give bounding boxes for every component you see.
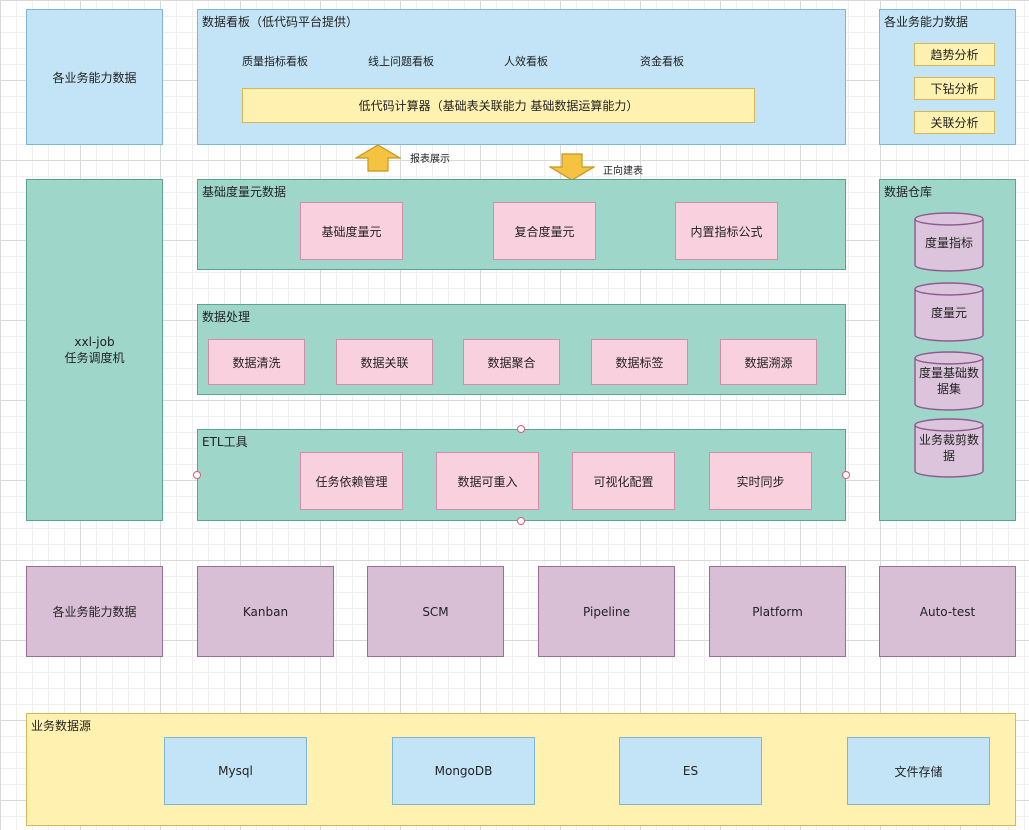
warehouse-item-3-line1: 度量基础数	[918, 366, 979, 380]
data-lineage[interactable]: 数据溯源	[720, 339, 817, 385]
realtime-sync-label: 实时同步	[736, 474, 785, 489]
system-platform[interactable]: Platform	[709, 566, 846, 657]
data-processing-box[interactable]: 数据处理 数据清洗 数据关联 数据聚合 数据标签 数据溯源	[197, 304, 846, 395]
dashboard-title: 数据看板（低代码平台提供）	[202, 15, 359, 29]
etl-right-handle[interactable]	[842, 471, 850, 479]
task-dependency-management-label: 任务依赖管理	[315, 474, 388, 489]
up-arrow-icon	[355, 144, 401, 172]
source-es[interactable]: ES	[619, 737, 762, 805]
source-file-storage-label: 文件存储	[894, 764, 943, 779]
analysis-title: 各业务能力数据	[884, 15, 969, 29]
source-mysql[interactable]: Mysql	[164, 737, 307, 805]
drill-down-analysis[interactable]: 下钻分析	[914, 77, 995, 100]
dashboard-item-online-issues: 线上问题看板	[368, 55, 434, 68]
warehouse-business-cut-data[interactable]: 业务裁剪数 据	[914, 418, 984, 478]
etl-top-handle[interactable]	[517, 425, 525, 433]
warehouse-metric-base-dataset[interactable]: 度量基础数 据集	[914, 351, 984, 411]
warehouse-item-2-line1: 度量元	[930, 306, 967, 320]
basic-metric-unit-label: 基础度量元	[321, 224, 382, 239]
top-left-capability-box[interactable]: 各业务能力数据	[26, 9, 163, 145]
system-scm-label: SCM	[422, 604, 449, 619]
report-display-label: 报表展示	[410, 154, 450, 165]
source-mysql-label: Mysql	[218, 764, 253, 778]
warehouse-item-3-line2: 据集	[936, 382, 961, 396]
etl-left-handle[interactable]	[193, 471, 201, 479]
business-data-sources-title: 业务数据源	[31, 719, 92, 733]
basic-metric-unit[interactable]: 基础度量元	[300, 202, 403, 260]
visual-config[interactable]: 可视化配置	[572, 452, 675, 510]
builtin-formula[interactable]: 内置指标公式	[675, 202, 778, 260]
data-warehouse-box[interactable]: 数据仓库 度量指标 度量元 度量基础数 据集	[879, 179, 1016, 521]
low-code-calculator-label: 低代码计算器（基础表关联能力 基础数据运算能力）	[358, 99, 639, 113]
metric-meta-title: 基础度量元数据	[202, 185, 287, 199]
composite-metric-unit[interactable]: 复合度量元	[493, 202, 596, 260]
down-arrow-icon	[549, 153, 595, 181]
correlation-analysis[interactable]: 关联分析	[914, 111, 995, 134]
trend-analysis[interactable]: 趋势分析	[914, 43, 995, 66]
data-association[interactable]: 数据关联	[336, 339, 433, 385]
data-processing-title: 数据处理	[202, 310, 251, 324]
visual-config-label: 可视化配置	[593, 474, 654, 489]
warehouse-metric-unit[interactable]: 度量元	[914, 282, 984, 342]
source-es-label: ES	[682, 764, 699, 778]
data-tagging-label: 数据标签	[615, 355, 664, 370]
low-code-calculator[interactable]: 低代码计算器（基础表关联能力 基础数据运算能力）	[242, 88, 755, 123]
etl-title: ETL工具	[202, 435, 248, 449]
system-kanban-label: Kanban	[242, 604, 289, 619]
system-auto-test-label: Auto-test	[919, 604, 976, 619]
data-aggregation[interactable]: 数据聚合	[463, 339, 560, 385]
correlation-analysis-label: 关联分析	[930, 116, 979, 130]
data-cleaning-label: 数据清洗	[232, 355, 281, 370]
system-auto-test[interactable]: Auto-test	[879, 566, 1016, 657]
trend-analysis-label: 趋势分析	[930, 48, 979, 62]
system-platform-label: Platform	[752, 604, 803, 619]
builtin-formula-label: 内置指标公式	[690, 224, 763, 239]
data-warehouse-title: 数据仓库	[884, 185, 933, 199]
forward-table-build-label: 正向建表	[603, 166, 643, 177]
scheduler-line1: xxl-job	[74, 334, 115, 349]
dashboard-item-funds: 资金看板	[640, 55, 684, 68]
drill-down-analysis-label: 下钻分析	[930, 82, 979, 96]
dashboard-item-efficiency: 人效看板	[504, 55, 548, 68]
system-scm[interactable]: SCM	[367, 566, 504, 657]
database-cylinder-icon	[914, 282, 984, 342]
warehouse-item-1-line1: 度量指标	[924, 236, 973, 250]
top-left-capability-label: 各业务能力数据	[52, 70, 137, 85]
dashboard-box[interactable]: 数据看板（低代码平台提供） 质量指标看板 线上问题看板 人效看板 资金看板 低代…	[197, 9, 846, 145]
composite-metric-unit-label: 复合度量元	[514, 224, 575, 239]
warehouse-item-4-line2: 据	[942, 449, 955, 463]
dashboard-item-quality: 质量指标看板	[242, 55, 308, 68]
data-tagging[interactable]: 数据标签	[591, 339, 688, 385]
system-capability-data[interactable]: 各业务能力数据	[26, 566, 163, 657]
data-aggregation-label: 数据聚合	[487, 355, 536, 370]
system-capability-data-label: 各业务能力数据	[52, 605, 137, 619]
data-reentrant[interactable]: 数据可重入	[436, 452, 539, 510]
scheduler-box[interactable]: xxl-job 任务调度机	[26, 179, 163, 521]
system-pipeline-label: Pipeline	[583, 604, 630, 619]
analysis-box[interactable]: 各业务能力数据 趋势分析 下钻分析 关联分析	[879, 9, 1016, 145]
data-cleaning[interactable]: 数据清洗	[208, 339, 305, 385]
database-cylinder-icon	[914, 418, 984, 478]
warehouse-item-4-line1: 业务裁剪数	[918, 433, 979, 447]
scheduler-line2: 任务调度机	[64, 350, 125, 365]
data-association-label: 数据关联	[360, 355, 409, 370]
data-reentrant-label: 数据可重入	[457, 474, 518, 489]
database-cylinder-icon	[914, 212, 984, 272]
system-kanban[interactable]: Kanban	[197, 566, 334, 657]
etl-bottom-handle[interactable]	[517, 517, 525, 525]
realtime-sync[interactable]: 实时同步	[709, 452, 812, 510]
business-data-sources-box[interactable]: 业务数据源 Mysql MongoDB ES 文件存储	[26, 713, 1016, 826]
task-dependency-management[interactable]: 任务依赖管理	[300, 452, 403, 510]
warehouse-metric-indicator[interactable]: 度量指标	[914, 212, 984, 272]
system-pipeline[interactable]: Pipeline	[538, 566, 675, 657]
database-cylinder-icon	[914, 351, 984, 411]
source-mongodb[interactable]: MongoDB	[392, 737, 535, 805]
source-mongodb-label: MongoDB	[434, 764, 493, 778]
source-file-storage[interactable]: 文件存储	[847, 737, 990, 805]
metric-meta-box[interactable]: 基础度量元数据 基础度量元 复合度量元 内置指标公式	[197, 179, 846, 270]
etl-box[interactable]: ETL工具 任务依赖管理 数据可重入 可视化配置 实时同步	[197, 429, 846, 521]
data-lineage-label: 数据溯源	[744, 355, 793, 370]
